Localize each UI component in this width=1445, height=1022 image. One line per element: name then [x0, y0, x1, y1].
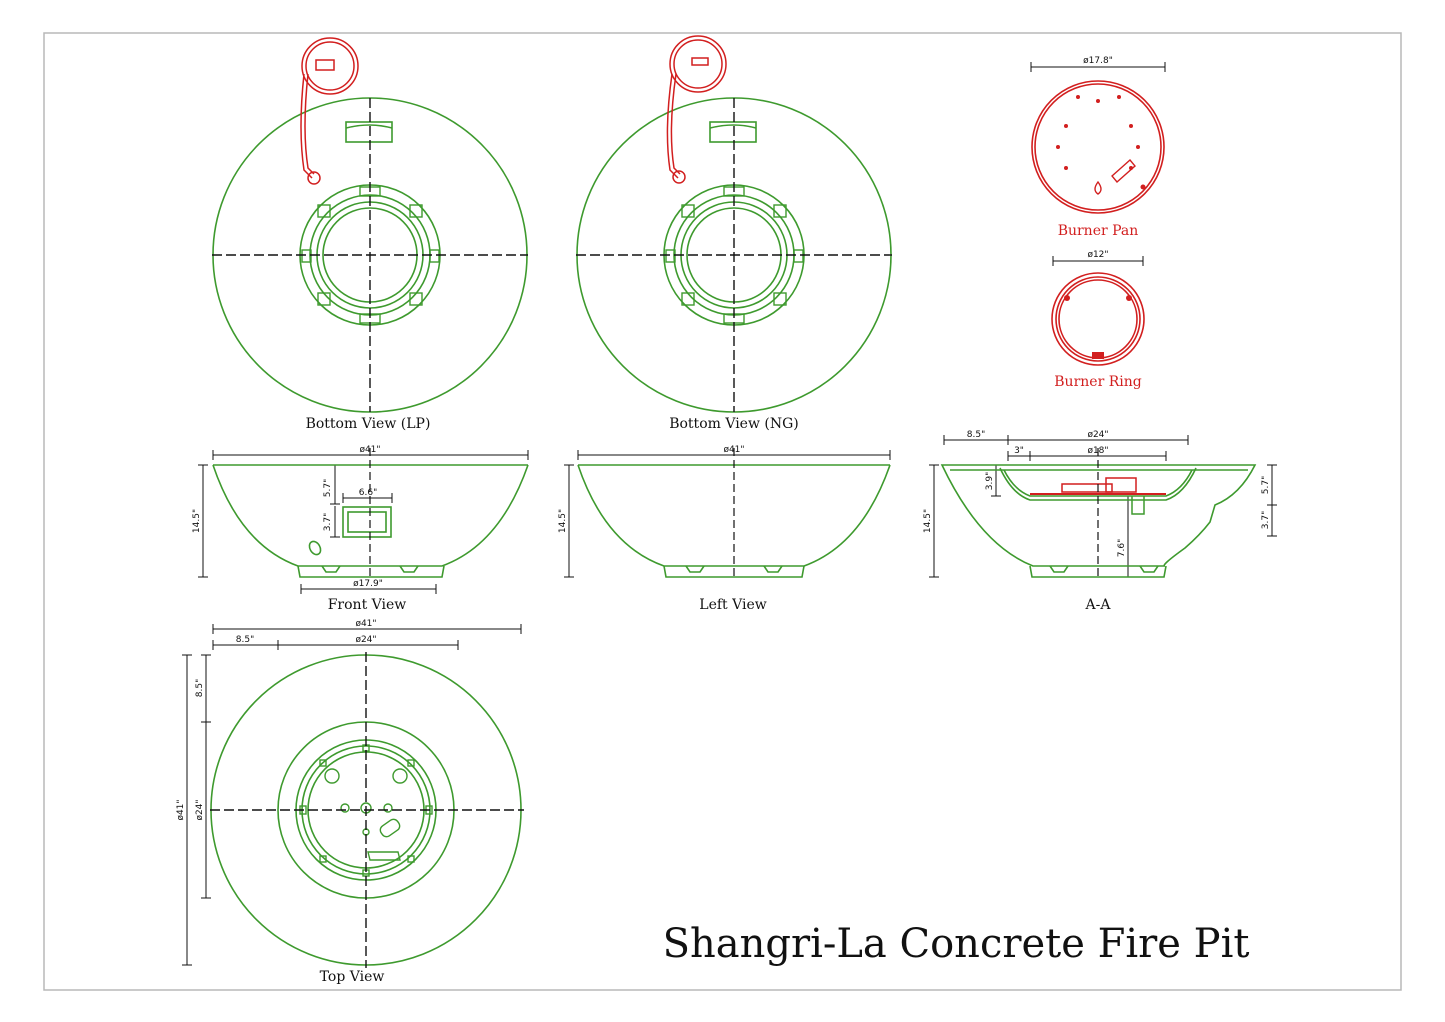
section-height: 14.5" — [923, 509, 933, 533]
bottom-view-lp-label: Bottom View (LP) — [306, 416, 431, 432]
top-view-width: ø41" — [355, 619, 376, 629]
front-view-base: ø17.9" — [353, 579, 383, 589]
section-depth: 3.9" — [985, 472, 995, 490]
top-view-details — [299, 744, 433, 877]
top-view-dimensions — [182, 624, 522, 966]
top-view-label: Top View — [320, 969, 385, 985]
section-right-top: 5.7" — [1261, 476, 1271, 494]
bottom-view-ng-label: Bottom View (NG) — [669, 416, 799, 432]
section-label: A-A — [1085, 597, 1112, 613]
top-view-offset: 8.5" — [236, 635, 254, 645]
bottom-view-lp-centerlines — [212, 98, 528, 412]
left-view-height: 14.5" — [558, 509, 568, 533]
section-dimensions — [929, 435, 1277, 578]
burner-ring — [1051, 272, 1145, 366]
lp-gas-line-icon — [300, 37, 359, 185]
burner-ring-dimension — [1052, 256, 1144, 266]
top-view-vert-offset: 8.5" — [195, 679, 205, 697]
top-view-vert-total: ø41" — [176, 799, 186, 820]
section-inner-diameter: ø18" — [1087, 446, 1108, 456]
burner-ring-diameter: ø12" — [1087, 250, 1108, 260]
top-view-vert-inner: ø24" — [195, 799, 205, 820]
section-right-bottom: 3.7" — [1261, 511, 1271, 529]
section-burner-assembly — [1030, 477, 1166, 515]
front-view-opening-width: 6.6" — [359, 488, 377, 498]
left-view-dimensions — [564, 450, 891, 578]
section-top-diameter: ø24" — [1087, 430, 1108, 440]
burner-pan — [1031, 80, 1165, 214]
left-view-label: Left View — [699, 597, 766, 613]
burner-pan-valve-icon — [1094, 158, 1136, 195]
front-view-bowl — [212, 464, 529, 578]
top-view-centerlines — [210, 652, 524, 968]
burner-pan-holes — [1056, 95, 1146, 190]
front-view-width: ø41" — [359, 445, 380, 455]
section-inner-offset: 3" — [1014, 446, 1024, 456]
front-view-dimensions — [198, 450, 529, 594]
front-view-opening-height: 3.7" — [323, 513, 333, 531]
burner-ring-label: Burner Ring — [1054, 374, 1141, 390]
burner-pan-label: Burner Pan — [1058, 223, 1139, 239]
sheet-border — [43, 32, 1402, 991]
section-offset: 8.5" — [967, 430, 985, 440]
front-view-opening-top: 5.7" — [323, 479, 333, 497]
ng-gas-line-icon — [666, 35, 727, 184]
left-view-width: ø41" — [723, 445, 744, 455]
front-view-height: 14.5" — [192, 509, 202, 533]
burner-pan-diameter: ø17.8" — [1083, 56, 1113, 66]
burner-ring-lugs — [1064, 295, 1132, 359]
burner-pan-dimension — [1030, 62, 1166, 72]
front-view-label: Front View — [328, 597, 407, 613]
bottom-view-ng-centerlines — [576, 98, 892, 412]
drawing-title: Shangri-La Concrete Fire Pit — [663, 921, 1250, 967]
section-base: 7.6" — [1117, 539, 1127, 557]
top-view-inner-diameter: ø24" — [355, 635, 376, 645]
